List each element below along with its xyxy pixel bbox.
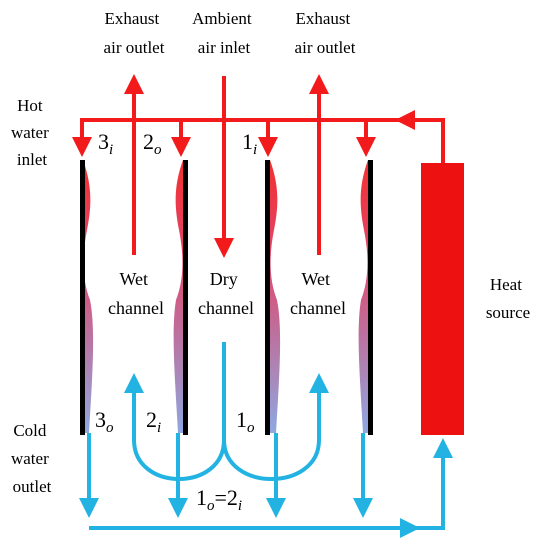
wet-channel-left-label: Wet channel xyxy=(108,269,164,318)
wall-right xyxy=(368,160,373,435)
water-film-center-left xyxy=(173,160,183,433)
node-equality: 1o=2i xyxy=(196,485,242,514)
heat-source-block xyxy=(421,163,464,435)
exhaust-right-label: Exhaust air outlet xyxy=(295,9,356,57)
dry-channel-label: Dry channel xyxy=(198,269,254,318)
water-film-left xyxy=(83,160,94,433)
cold-return-to-source xyxy=(405,438,453,530)
wet-channel-right-label: Wet channel xyxy=(290,269,346,318)
node-3o: 3o xyxy=(95,407,114,436)
water-film-center-right xyxy=(270,160,281,433)
wall-center-right xyxy=(265,160,270,435)
hot-water-inlet-label: Hot water inlet xyxy=(11,96,53,169)
node-1i: 1i xyxy=(242,129,257,158)
node-3i: 3i xyxy=(98,129,113,158)
exhaust-left-label: Exhaust air outlet xyxy=(104,9,165,57)
water-film-right xyxy=(358,160,368,433)
heat-source-label: Heat source xyxy=(486,275,530,322)
node-2i: 2i xyxy=(146,407,161,436)
wall-left xyxy=(80,160,85,435)
cold-water-outlet-label: Cold water outlet xyxy=(11,421,53,496)
node-2o: 2o xyxy=(143,129,162,158)
wall-center-left xyxy=(183,160,188,435)
node-1o: 1o xyxy=(236,407,255,436)
ambient-label: Ambient air inlet xyxy=(192,9,256,57)
